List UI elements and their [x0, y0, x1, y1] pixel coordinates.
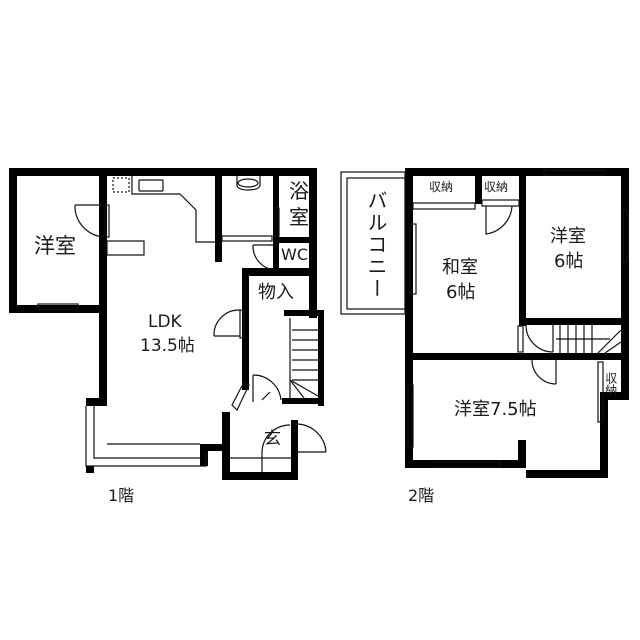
floor1-title: 1階 [108, 486, 135, 505]
floor2-western-large-label: 洋室7.5帖 [454, 399, 537, 420]
floor2-closet-a-label: 収納 [429, 180, 454, 194]
floor2-closet-b-label: 収納 [484, 180, 509, 194]
floor2-western-room-name: 洋室 [550, 226, 586, 247]
floor1-entrance-label: 玄 [264, 429, 281, 449]
floor1-bath-label-1: 浴 [289, 179, 309, 203]
floor2-closet-side-label: 収納 [603, 372, 618, 396]
floor1-bath-label-2: 室 [289, 205, 309, 229]
floor1-wc-label: WC [281, 245, 308, 264]
floor2-balcony-label: バルコニー [364, 190, 388, 300]
floor1-western-room-label: 洋室 [34, 234, 76, 258]
floor2-fixtures [340, 169, 629, 468]
floor2-japanese-room-name: 和室 [442, 257, 478, 278]
floor1-walls [9, 168, 324, 480]
floor2-walls [405, 168, 629, 478]
floor2-western-room-size: 6帖 [554, 251, 584, 272]
floor2-japanese-room-size: 6帖 [446, 282, 476, 303]
floor1-ldk-size: 13.5帖 [140, 336, 195, 356]
floor1-storage-label: 物入 [258, 282, 294, 303]
floor2-title: 2階 [408, 486, 435, 505]
floor1-fixtures [37, 176, 327, 472]
floor1-ldk-label: LDK [148, 312, 182, 332]
